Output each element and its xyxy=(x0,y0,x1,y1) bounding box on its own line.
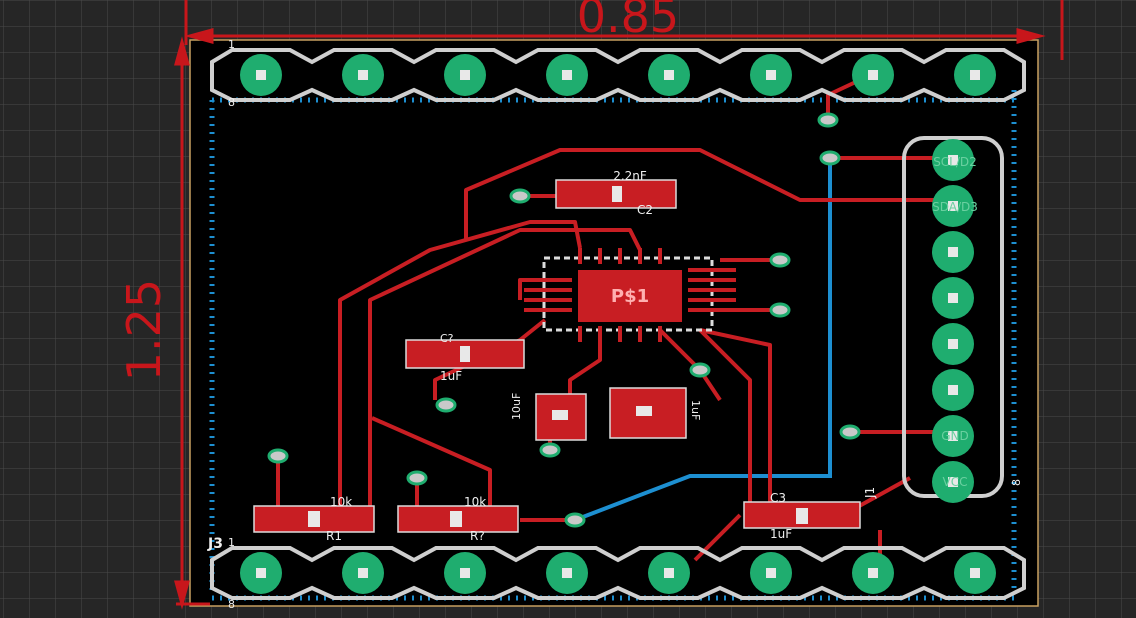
resistor-r2[interactable]: 10k R? xyxy=(397,495,519,543)
via-icon xyxy=(539,442,561,458)
j1-num: 8 xyxy=(1010,479,1023,486)
pad-icon[interactable] xyxy=(444,54,486,96)
top-hdr-b: 8 xyxy=(228,96,235,109)
bottom-header xyxy=(210,546,1026,600)
via-icon xyxy=(509,188,531,204)
pad-icon[interactable] xyxy=(932,323,974,365)
top-hdr-a: 1 xyxy=(228,38,235,51)
via-icon xyxy=(406,470,428,486)
pad-icon[interactable] xyxy=(648,54,690,96)
pad-icon[interactable] xyxy=(932,369,974,411)
pad-icon[interactable] xyxy=(546,552,588,594)
pad-icon[interactable] xyxy=(954,552,996,594)
dimension-height-label: 1.25 xyxy=(117,279,171,381)
bot-hdr-b: 8 xyxy=(228,598,235,611)
bottom-layer-border xyxy=(209,90,1017,601)
pad-icon[interactable] xyxy=(240,54,282,96)
via-icon xyxy=(819,150,841,166)
capacitor-mid1[interactable]: 10uF xyxy=(510,393,587,441)
bottom-trace xyxy=(574,158,832,522)
pad-icon[interactable] xyxy=(342,552,384,594)
c-left-value: 1uF xyxy=(440,369,462,383)
capacitor-left[interactable]: C? 1uF xyxy=(405,332,525,383)
top-header-pads xyxy=(240,54,996,96)
pad-icon[interactable] xyxy=(750,54,792,96)
pad-icon[interactable] xyxy=(932,415,974,457)
dimension-height xyxy=(174,36,210,610)
c3-value: 1uF xyxy=(770,527,792,541)
via-icon xyxy=(769,302,791,318)
r1-value: 10k xyxy=(330,495,352,509)
via-icon xyxy=(564,512,586,528)
pad-icon[interactable] xyxy=(932,139,974,181)
bottom-header-pads xyxy=(240,552,996,594)
c2-value: 2.2nF xyxy=(613,169,647,183)
ic-p1[interactable]: P$1 xyxy=(524,248,736,342)
via-icon xyxy=(769,252,791,268)
via-icon xyxy=(839,424,861,440)
capacitor-c3[interactable]: C3 1uF xyxy=(743,491,861,541)
pad-icon[interactable] xyxy=(342,54,384,96)
pad-icon[interactable] xyxy=(932,277,974,319)
c-left-label: C? xyxy=(440,332,454,345)
right-pin-label-8: VCC xyxy=(943,475,968,489)
j1-label: J1 xyxy=(863,487,877,499)
vias xyxy=(267,112,861,528)
c-mid1-value: 10uF xyxy=(510,393,523,420)
ic-label: P$1 xyxy=(611,286,649,307)
dimension-width-label: 0.85 xyxy=(577,0,679,43)
pad-icon[interactable] xyxy=(852,552,894,594)
c3-label: C3 xyxy=(770,491,786,505)
right-pin-label-2: SDA/D3 xyxy=(932,200,978,214)
pad-icon[interactable] xyxy=(852,54,894,96)
via-icon xyxy=(435,397,457,413)
capacitor-c2[interactable]: 2.2nF C2 xyxy=(555,169,677,217)
pad-icon[interactable] xyxy=(546,54,588,96)
c2-label: C2 xyxy=(637,203,653,217)
pad-icon[interactable] xyxy=(648,552,690,594)
pad-icon[interactable] xyxy=(240,552,282,594)
right-pin-label-7: GND xyxy=(941,429,969,443)
r2-value: 10k xyxy=(464,495,486,509)
via-icon xyxy=(689,362,711,378)
via-icon xyxy=(267,448,289,464)
pad-icon[interactable] xyxy=(750,552,792,594)
top-header xyxy=(210,48,1026,102)
pad-icon[interactable] xyxy=(444,552,486,594)
j3-label: J3 xyxy=(207,536,223,552)
pad-icon[interactable] xyxy=(932,231,974,273)
capacitor-mid2[interactable]: 1uF xyxy=(609,387,702,439)
bot-hdr-a: 1 xyxy=(228,536,235,549)
resistor-r1[interactable]: 10k R1 xyxy=(253,495,375,543)
r2-label: R? xyxy=(470,529,485,543)
right-header-pads xyxy=(932,139,974,503)
r1-label: R1 xyxy=(326,529,342,543)
right-pin-label-1: SCL/D2 xyxy=(933,155,977,169)
via-icon xyxy=(817,112,839,128)
pad-icon[interactable] xyxy=(932,461,974,503)
pad-icon[interactable] xyxy=(954,54,996,96)
pad-icon[interactable] xyxy=(932,185,974,227)
c-mid2-value: 1uF xyxy=(689,400,702,420)
dimension-width xyxy=(184,0,1064,60)
